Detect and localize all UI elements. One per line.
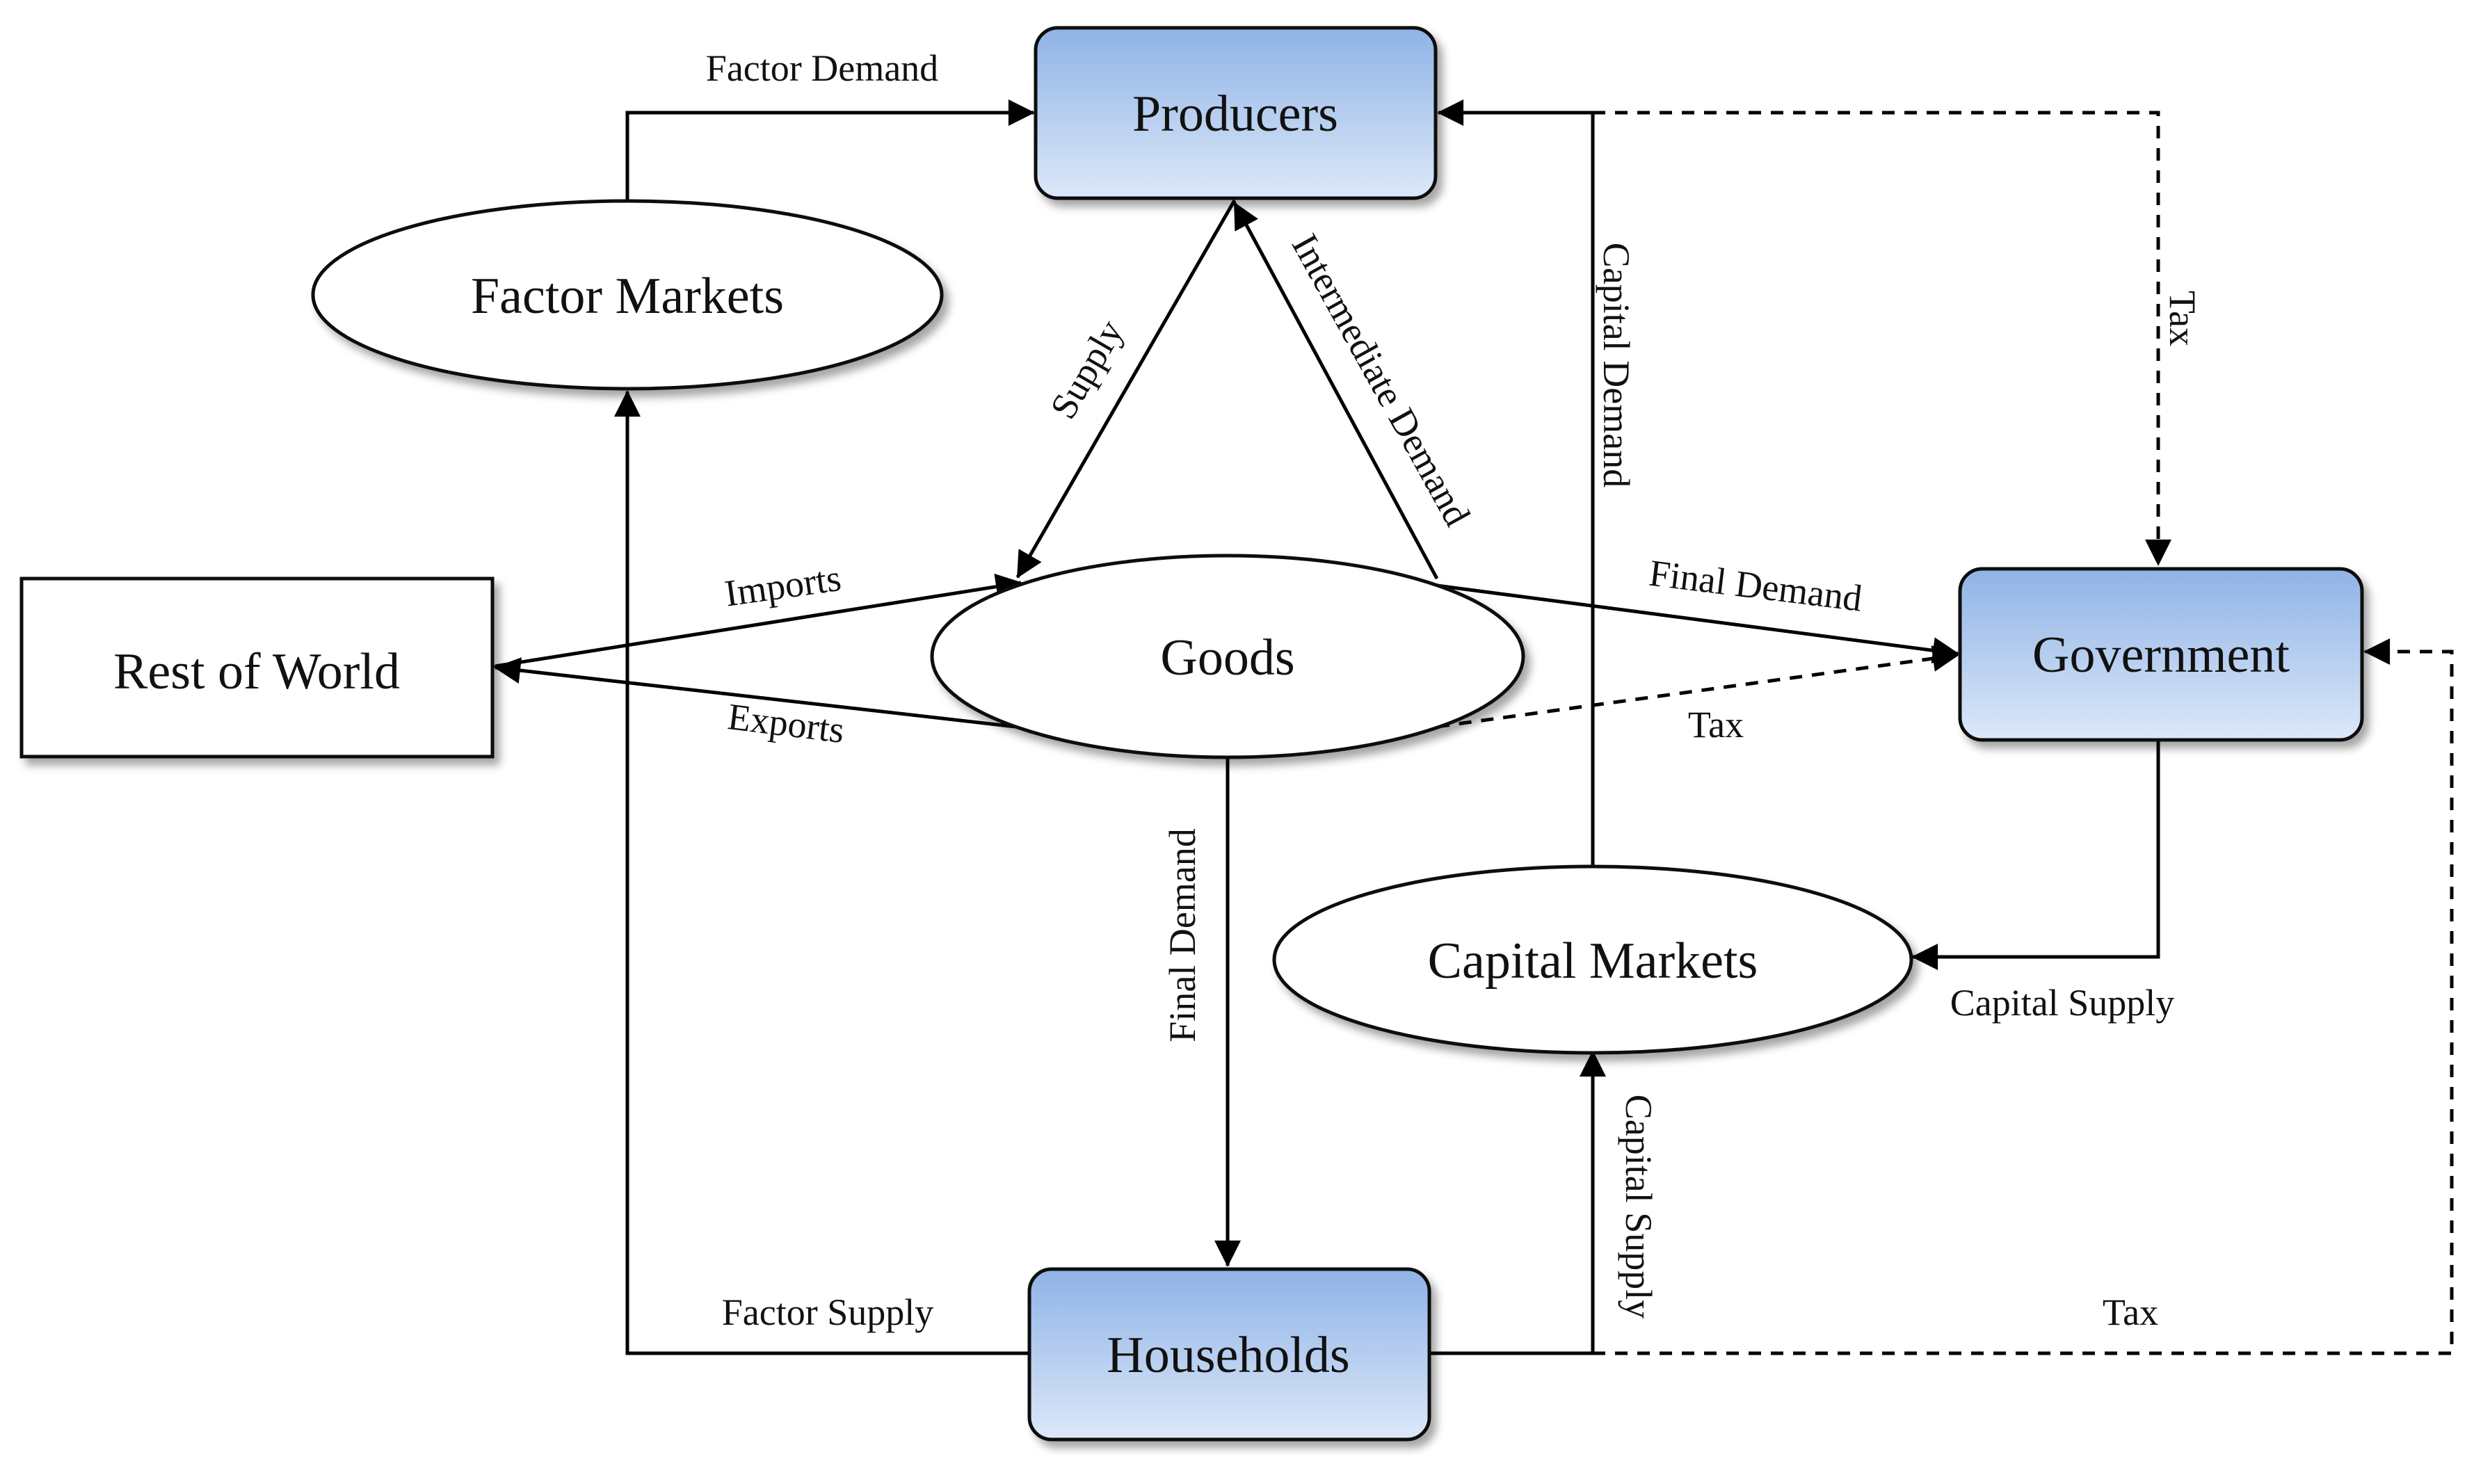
- intermediate-demand-arrow: [1232, 202, 1439, 580]
- final-demand-government-arrow: [1436, 583, 1959, 664]
- capital-supply-government-label: Capital Supply: [1950, 982, 2175, 1024]
- factor-markets-label: Factor Markets: [471, 268, 784, 325]
- capital-supply-government-arrow: [1911, 740, 2160, 970]
- imports-label: Imports: [722, 557, 844, 615]
- tax-goods-label: Tax: [1688, 704, 1744, 745]
- supply-label: Supply: [1042, 313, 1131, 426]
- factor-demand-arrow: [625, 99, 1035, 200]
- factor-markets-node: [311, 199, 944, 391]
- capital-markets-node: [1272, 864, 1913, 1055]
- intermediate-demand-label: Intermediate Demand: [1284, 227, 1479, 533]
- factor-supply-label: Factor Supply: [722, 1291, 934, 1333]
- tax-households-arrow: [1593, 638, 2454, 1355]
- factor-supply-arrow: [614, 390, 1031, 1355]
- households-node: [1027, 1267, 1431, 1442]
- final-demand-households-label: Final Demand: [1162, 828, 1203, 1042]
- supply-arrow: [1015, 199, 1237, 579]
- government-label: Government: [2032, 627, 2290, 684]
- capital-supply-households-arrow: [1429, 1050, 1606, 1355]
- producers-label: Producers: [1132, 86, 1338, 143]
- tax-households-label: Tax: [2103, 1291, 2158, 1333]
- tax-producers-label: Tax: [2162, 291, 2203, 346]
- capital-demand-label: Capital Demand: [1596, 243, 1637, 487]
- factor-demand-label: Factor Demand: [706, 47, 938, 89]
- rest-of-world-node: [19, 576, 495, 759]
- exports-arrow: [494, 657, 1016, 729]
- households-label: Households: [1107, 1327, 1349, 1384]
- producers-node: [1034, 26, 1438, 200]
- rest-of-world-label: Rest of World: [113, 643, 400, 700]
- capital-markets-label: Capital Markets: [1428, 933, 1758, 990]
- goods-label: Goods: [1160, 629, 1294, 686]
- imports-arrow: [468, 573, 1022, 684]
- government-node: [1958, 567, 2364, 742]
- goods-node: [930, 554, 1525, 759]
- capital-supply-households-label: Capital Supply: [1618, 1095, 1660, 1319]
- final-demand-government-label: Final Demand: [1647, 552, 1864, 620]
- tax-producers-arrow: [1593, 111, 2171, 566]
